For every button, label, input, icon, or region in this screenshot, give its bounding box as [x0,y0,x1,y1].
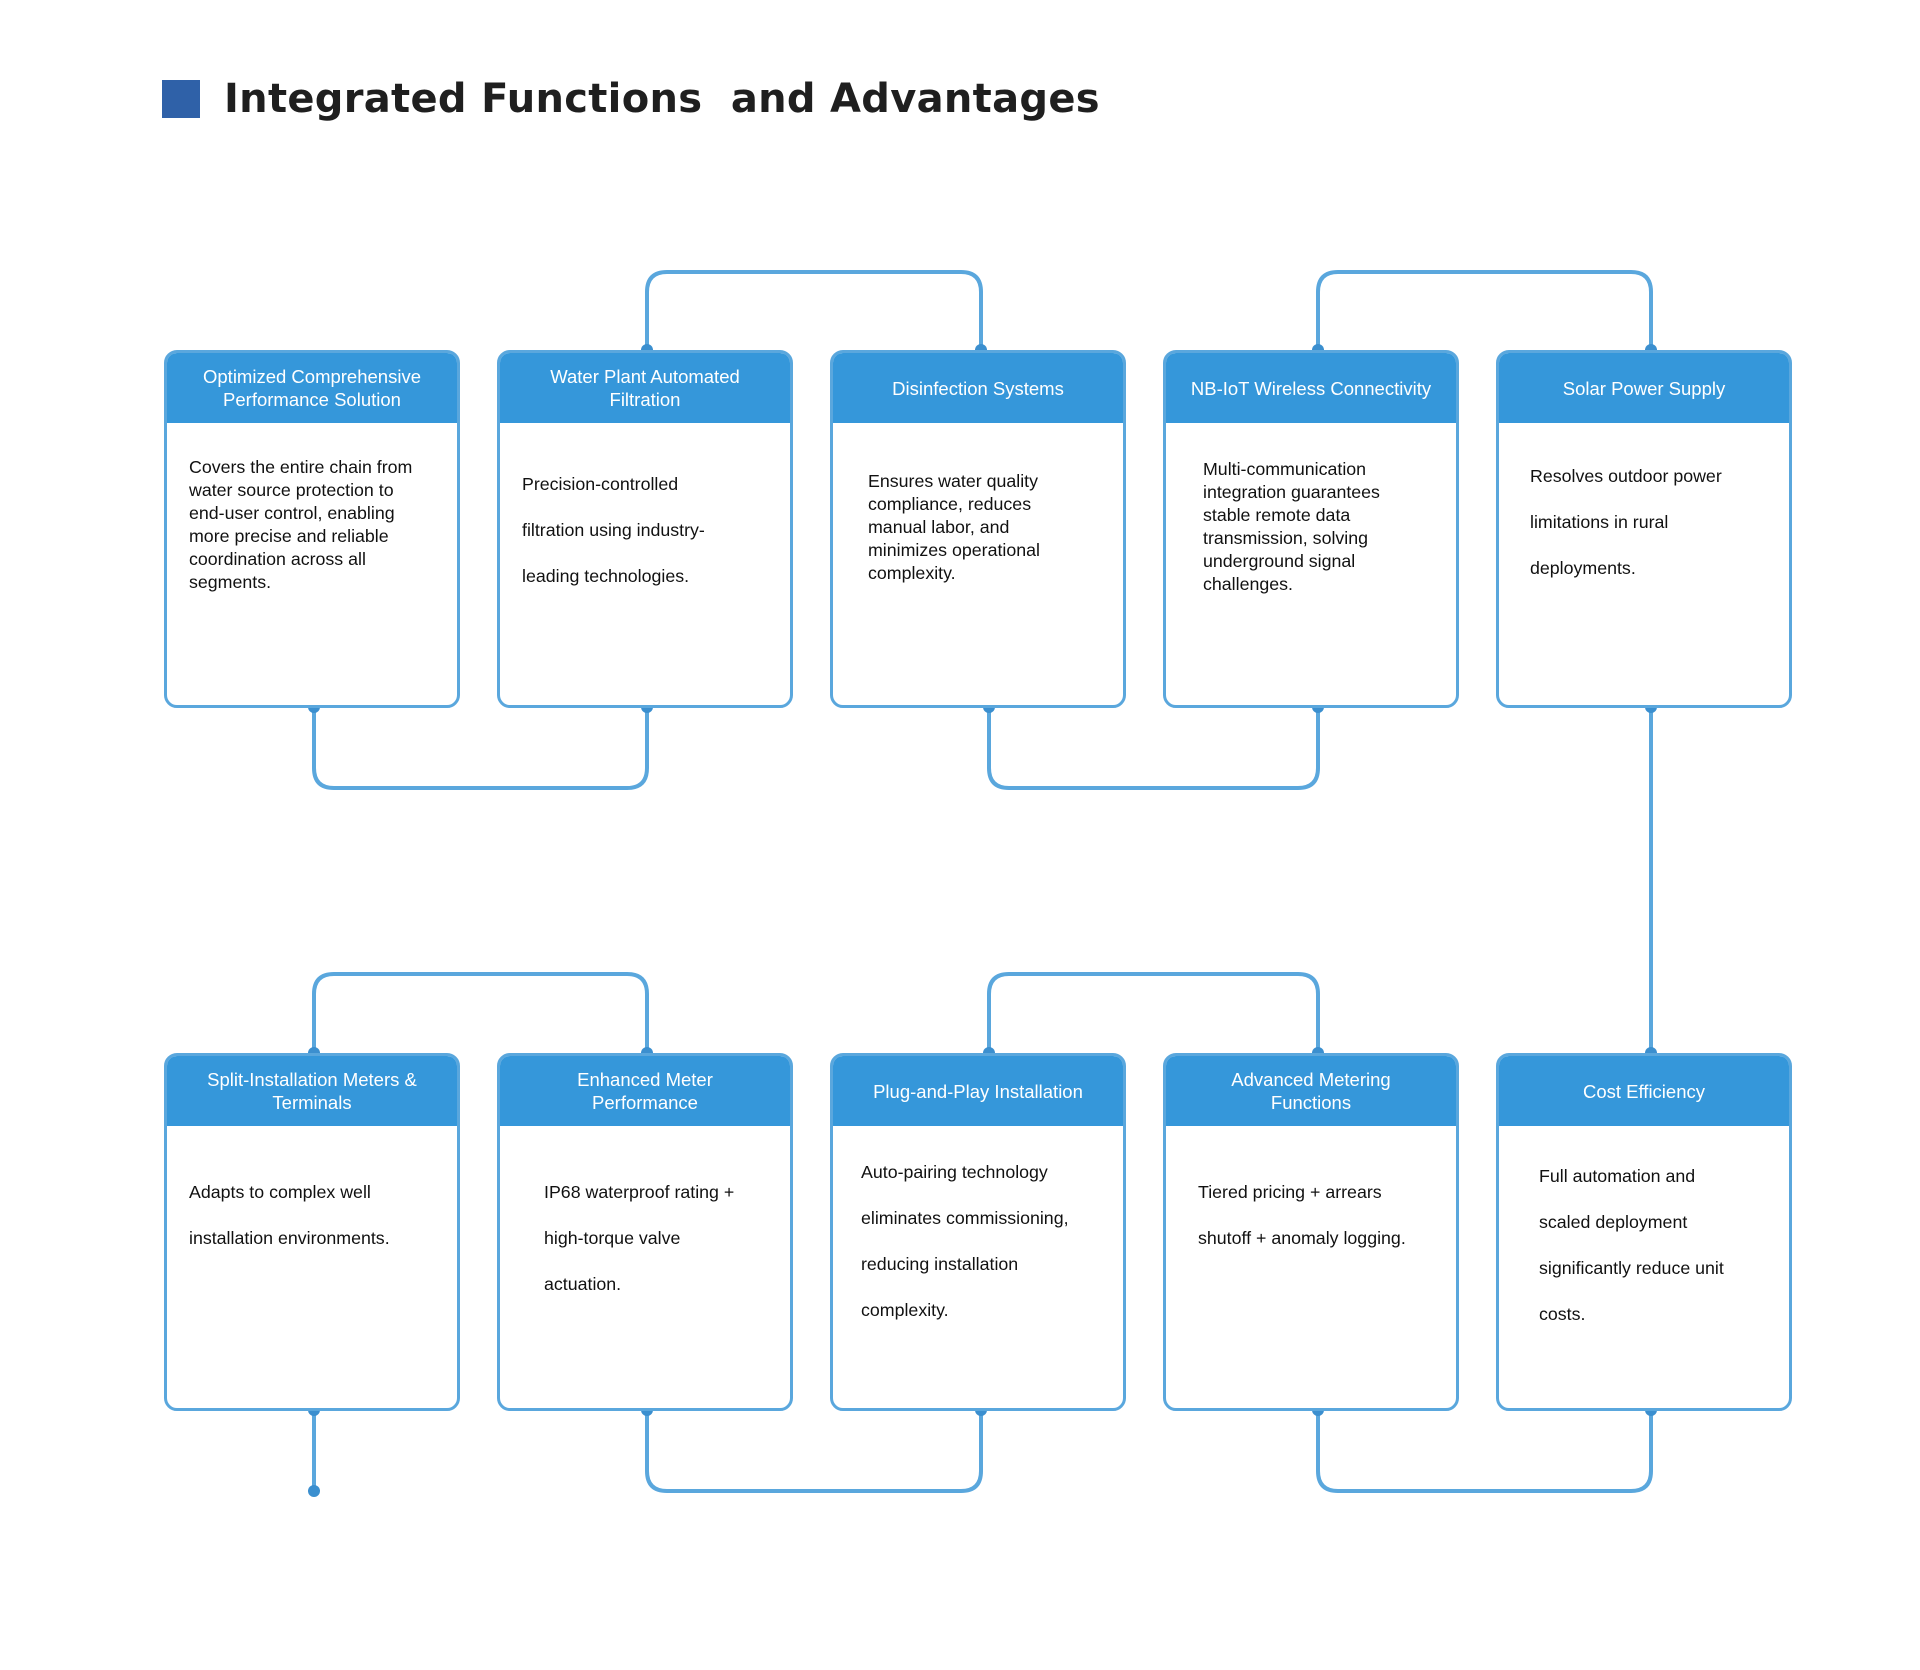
card-title: Disinfection Systems [833,353,1123,423]
page-title: Integrated Functions and Advantages [224,76,1100,122]
connector-bottom-card9-card10 [1316,1408,1653,1493]
connector-bottom-card1-card2 [312,705,649,790]
card-title: Cost Efficiency [1499,1056,1789,1126]
card-title: NB-IoT Wireless Connectivity [1166,353,1456,423]
card-title: Water Plant Automated Filtration [500,353,790,423]
card-body: Full automation and scaled deployment si… [1539,1166,1724,1324]
card-body: Precision-controlled filtration using in… [522,474,705,586]
card-title: Enhanced Meter Performance [500,1056,790,1126]
connector-top-card8-card9 [987,972,1320,1055]
card-body: Tiered pricing + arrears shutoff + anoma… [1198,1182,1406,1248]
card-body: Ensures water quality compliance, reduce… [868,470,1040,583]
page-title-block: Integrated Functions and Advantages [162,74,1100,124]
card-title: Plug-and-Play Installation [833,1056,1123,1126]
card-optimized-solution: Optimized Comprehensive Performance Solu… [164,350,460,708]
title-accent-square [162,80,200,118]
card-solar-power: Solar Power Supply Resolves outdoor powe… [1496,350,1792,708]
card-water-plant-filtration: Water Plant Automated Filtration Precisi… [497,350,793,708]
card-plug-and-play: Plug-and-Play Installation Auto-pairing … [830,1053,1126,1411]
connector-bottom-card3-card4 [987,705,1320,790]
connector-bottom-card7-card8 [645,1408,983,1493]
card-title: Solar Power Supply [1499,353,1789,423]
connector-end-dot [308,1485,320,1497]
card-body: Auto-pairing technology eliminates commi… [861,1162,1069,1320]
card-body: Covers the entire chain from water sourc… [189,457,413,592]
card-title: Split-Installation Meters & Terminals [167,1056,457,1126]
card-body: IP68 waterproof rating + high-torque val… [544,1182,735,1294]
connector-top-card4-card5 [1316,270,1653,352]
card-cost-efficiency: Cost Efficiency Full automation and scal… [1496,1053,1792,1411]
card-advanced-metering: Advanced Metering Functions Tiered prici… [1163,1053,1459,1411]
card-body: Multi-communication integration guarante… [1203,459,1380,594]
card-nb-iot-connectivity: NB-IoT Wireless Connectivity Multi-commu… [1163,350,1459,708]
connector-top-card6-card7 [312,972,649,1055]
card-body: Resolves outdoor power limitations in ru… [1530,466,1722,578]
card-disinfection-systems: Disinfection Systems Ensures water quali… [830,350,1126,708]
card-title: Advanced Metering Functions [1166,1056,1456,1126]
card-title: Optimized Comprehensive Performance Solu… [167,353,457,423]
card-enhanced-meter: Enhanced Meter Performance IP68 waterpro… [497,1053,793,1411]
connector-top-card2-card3 [645,270,983,352]
card-body: Adapts to complex well installation envi… [189,1182,390,1248]
card-split-installation: Split-Installation Meters & Terminals Ad… [164,1053,460,1411]
